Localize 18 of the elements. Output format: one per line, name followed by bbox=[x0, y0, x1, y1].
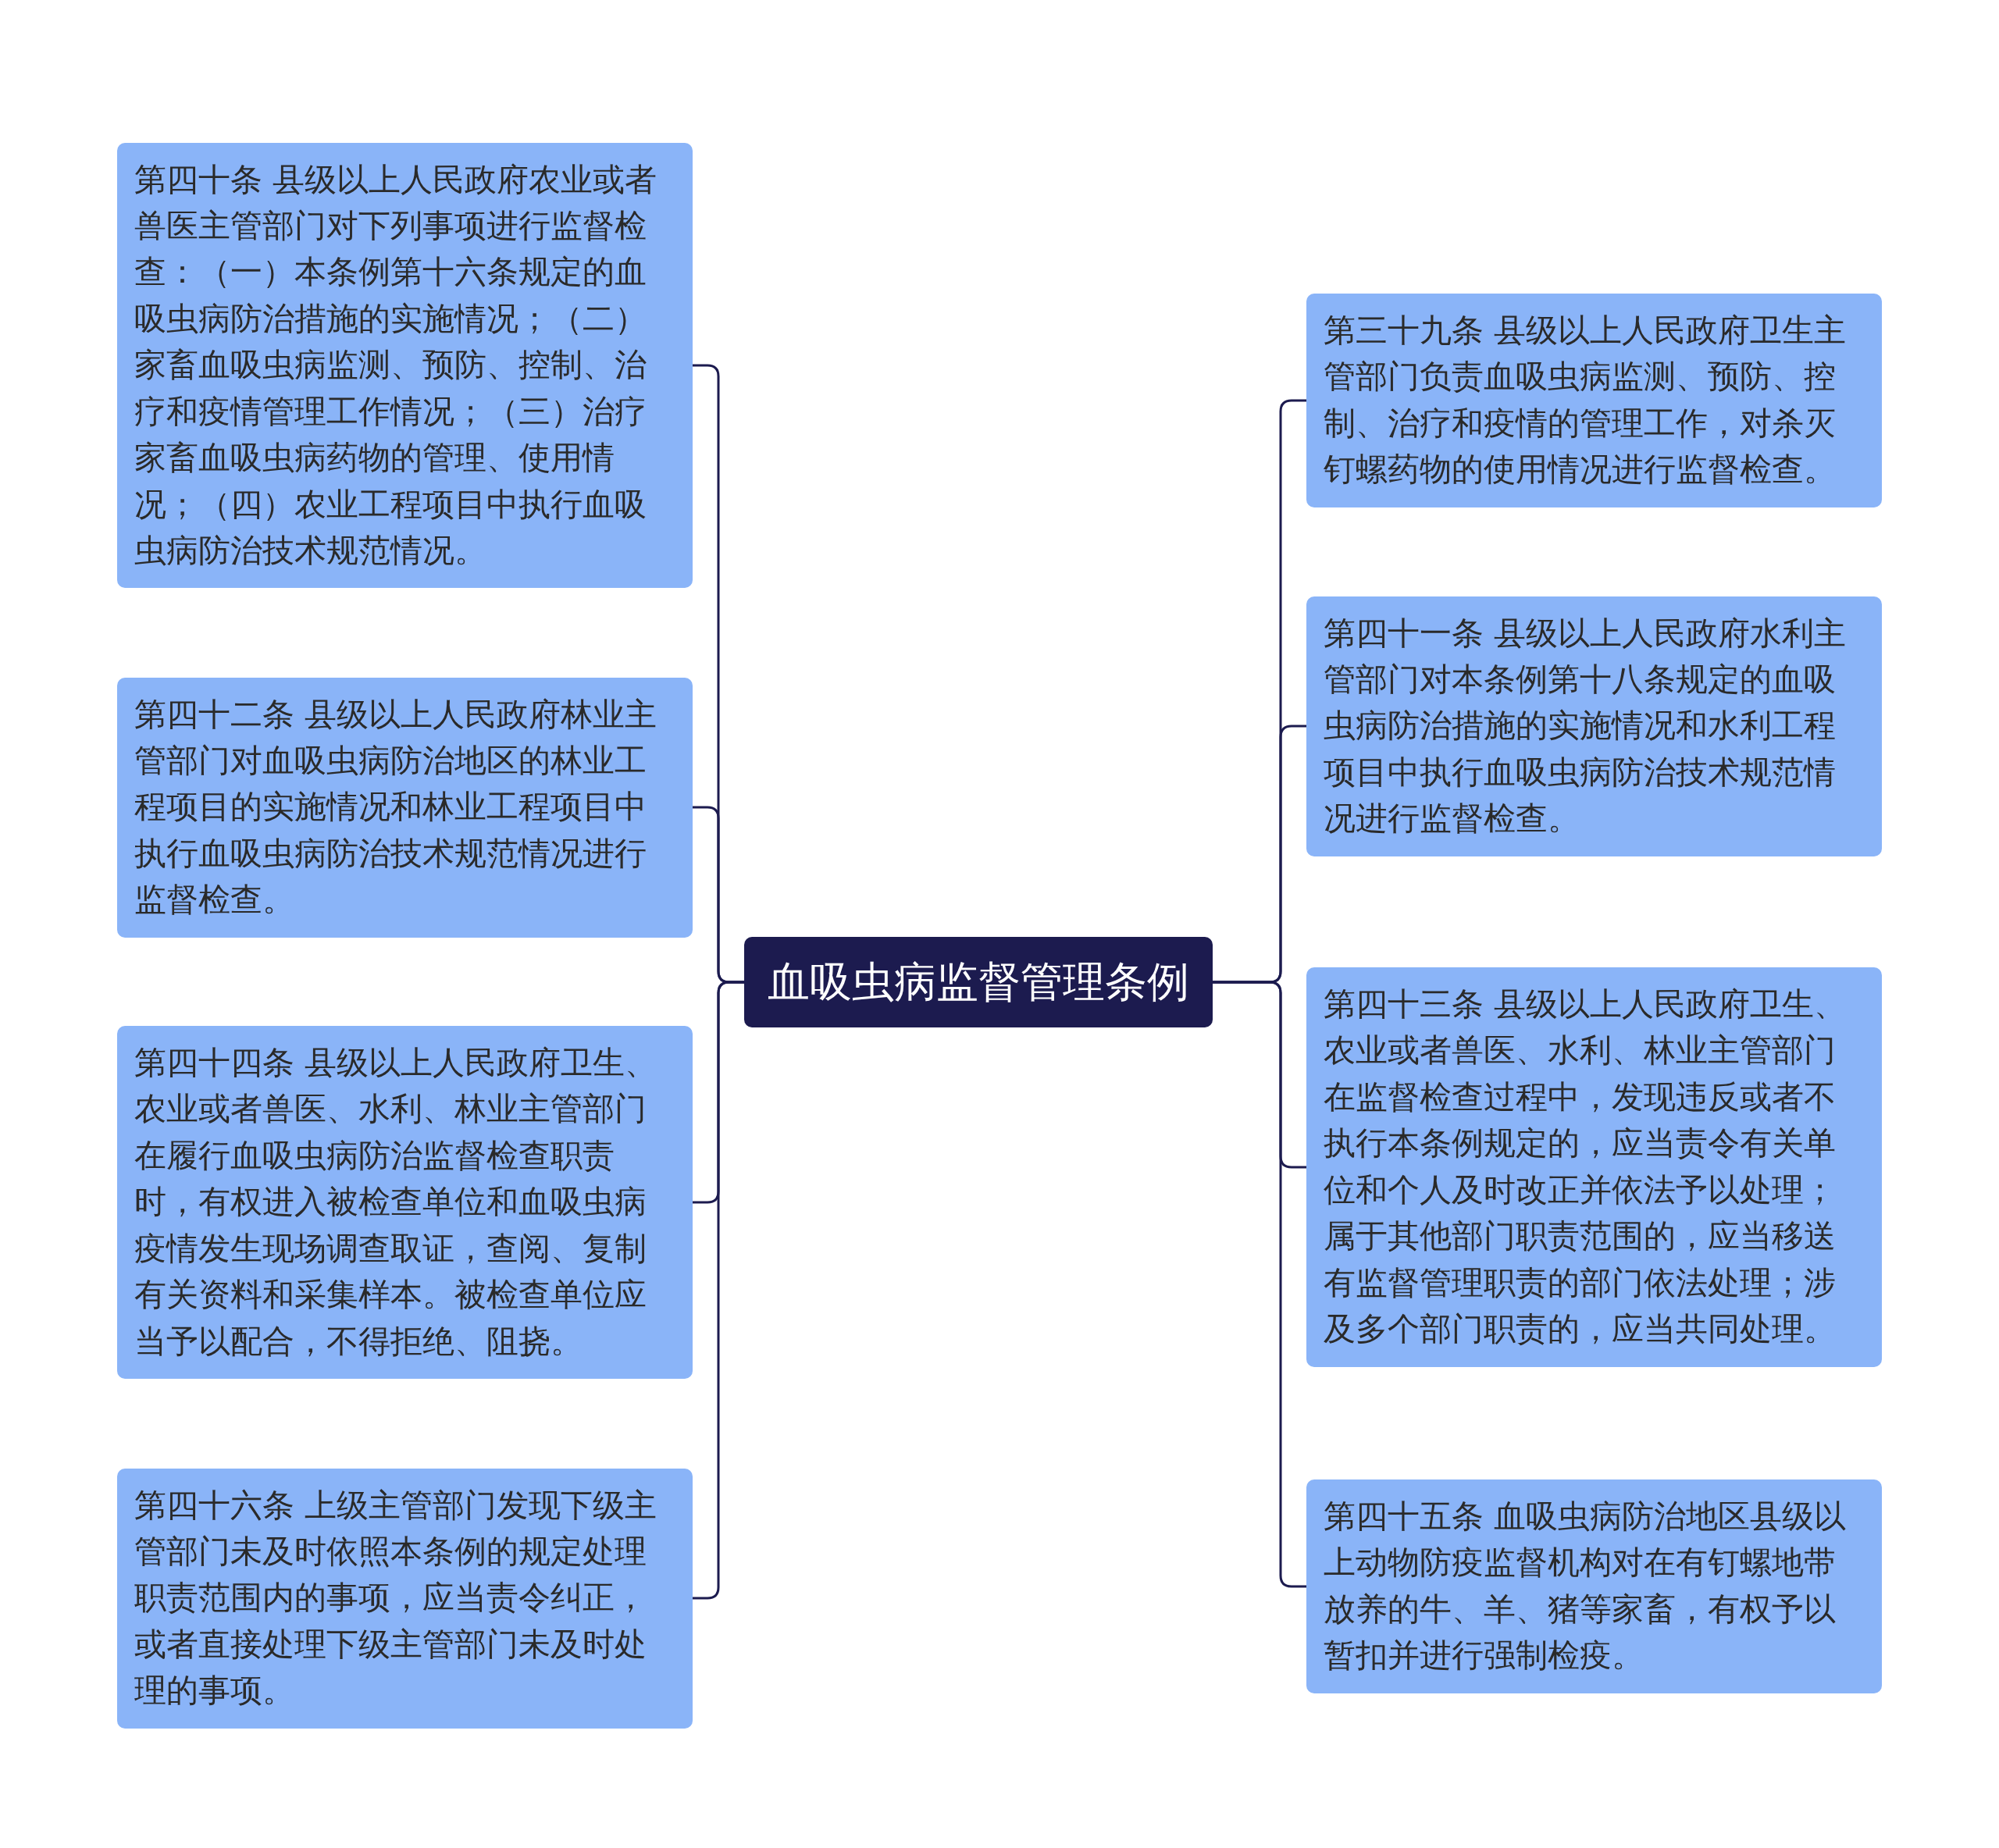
article-text: 第四十三条 县级以上人民政府卫生、农业或者兽医、水利、林业主管部门在监督检查过程中，发现违反或者不执行本条例规定的，应当责令有关单位和个人及时改正并依法予以处理；属于其他部门职责范围的，应当移送有监督管理职责的部门依法处理；涉及多个部门职责的，应当共同处理。 bbox=[1324, 985, 1848, 1350]
topic-box bbox=[1306, 1479, 1882, 1693]
topic-box bbox=[1306, 596, 1882, 856]
article-text: 第四十一条 县级以上人民政府水利主管部门对本条例第十八条规定的血吸虫病防治措施的实施情况和水利工程项目中执行血吸虫病防治技术规范情况进行监督检查。 bbox=[1324, 613, 1848, 839]
article-text: 第四十六条 上级主管部门发现下级主管部门未及时依照本条例的规定处理职责范围内的事项，应当责令纠正，或者直接处理下级主管部门未及时处理的事项。 bbox=[134, 1485, 658, 1711]
topic-box bbox=[1306, 967, 1882, 1367]
topic-box bbox=[117, 677, 693, 938]
article-text: 第四十五条 血吸虫病防治地区县级以上动物防疫监督机构对在有钉螺地带放养的牛、羊、猪等家畜，有权予以暂扣并进行强制检疫。 bbox=[1324, 1497, 1848, 1676]
topic-box bbox=[117, 142, 693, 589]
central-topic-text: 血吸虫病监督管理条例 bbox=[768, 956, 1189, 1008]
article-text: 第四十四条 县级以上人民政府卫生、农业或者兽医、水利、林业主管部门在履行血吸虫病防治监督检查职责时，有权进入被检查单位和血吸虫病疫情发生现场调查取证，查阅、复制有关资料和采集样本。被检查单位应当予以配合，不得拒绝、阻挠。 bbox=[134, 1043, 658, 1362]
topic-box bbox=[117, 1026, 693, 1380]
topic-box bbox=[117, 1468, 693, 1729]
article-text: 第四十二条 县级以上人民政府林业主管部门对血吸虫病防治地区的林业工程项目的实施情况和林业工程项目中执行血吸虫病防治技术规范情况进行监督检查。 bbox=[134, 694, 658, 920]
article-text: 第四十条 县级以上人民政府农业或者兽医主管部门对下列事项进行监督检查：（一）本条例第十六条规定的血吸虫病防治措施的实施情况；（二）家畜血吸虫病监测、预防、控制、治疗和疫情管理工作情况；（三）治疗家畜血吸虫病药物的管理、使用情况；（四）农业工程项目中执行血吸虫病防治技术规范情况。 bbox=[134, 159, 658, 571]
article-text: 第三十九条 县级以上人民政府卫生主管部门负责血吸虫病监测、预防、控制、治疗和疫情的管理工作，对杀灭钉螺药物的使用情况进行监督检查。 bbox=[1324, 311, 1848, 490]
central-topic-box bbox=[744, 936, 1213, 1028]
topic-box bbox=[1306, 294, 1882, 507]
